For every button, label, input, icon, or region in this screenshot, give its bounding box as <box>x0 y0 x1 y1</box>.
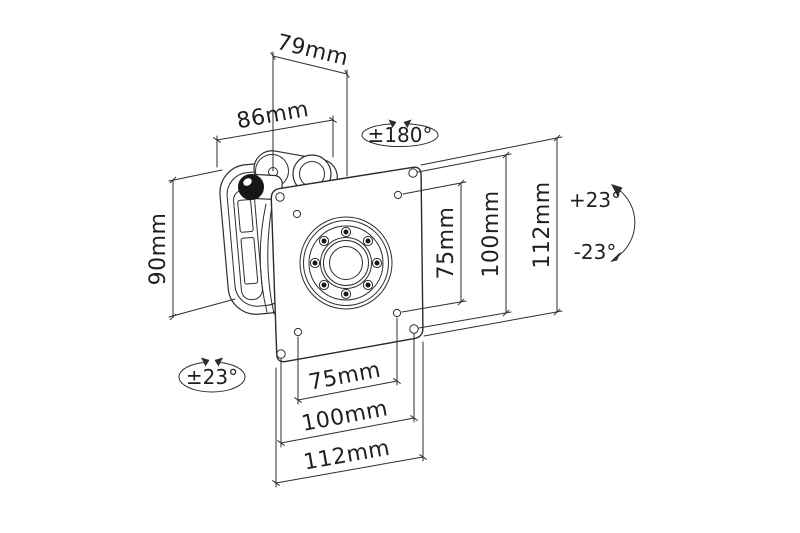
dim-vesa-width-75-label: 75mm <box>307 358 383 396</box>
angle-annotations: ±180° ±23° +23° -23° <box>178 119 636 393</box>
vesa-plate <box>270 166 424 363</box>
dim-vesa-height-100-label: 100mm <box>479 190 504 277</box>
vesa-75-hole-br <box>392 308 402 318</box>
vesa-75-hole-tr <box>393 190 403 200</box>
swivel-range-label: ±23° <box>186 365 238 389</box>
swivel-arrow-icon <box>178 357 246 393</box>
measure-lines <box>172 55 558 484</box>
dimension-ticks <box>169 52 561 486</box>
extension-lines <box>168 51 563 488</box>
dim-plate-height-label: 112mm <box>530 181 555 268</box>
tilt-down-label: -23° <box>574 240 617 264</box>
vesa-100-hole-tr <box>408 168 418 178</box>
vesa-75-hole-tl <box>292 209 302 219</box>
dim-vesa-height-75-label: 75mm <box>434 207 459 280</box>
tilt-knob <box>238 174 264 200</box>
hub-screws <box>309 226 383 300</box>
pivot-cylinder <box>259 199 275 315</box>
vesa-100-hole-bl <box>276 349 286 359</box>
dim-plate-width-label: 112mm <box>302 436 392 476</box>
bracket-slot-insert-bottom <box>240 236 259 285</box>
vesa-75-hole-bl <box>293 327 303 337</box>
rotation-arrow-icon <box>361 119 439 148</box>
tilt-up-label: +23° <box>569 188 621 212</box>
rotation-range-label: ±180° <box>368 123 433 147</box>
dimension-lines <box>168 51 563 488</box>
vesa-hub <box>299 216 393 310</box>
vesa-100-hole-tl <box>275 192 285 202</box>
vesa-100-hole-br <box>409 324 419 334</box>
dim-bracket-height-label: 90mm <box>146 213 171 286</box>
tilt-arrow-icon <box>610 184 636 262</box>
bracket-slot-insert-top <box>237 199 254 233</box>
knob-highlight <box>243 178 252 186</box>
